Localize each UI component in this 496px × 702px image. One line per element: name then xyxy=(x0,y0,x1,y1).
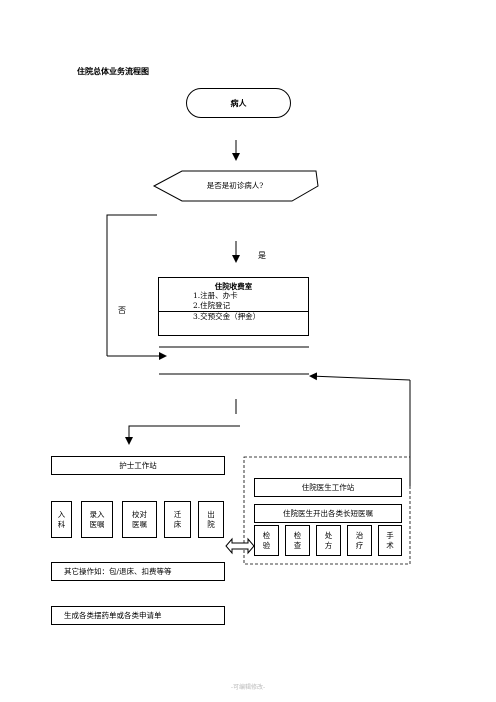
footer-note: -可编辑修改- xyxy=(230,684,266,691)
yes-label: 是 xyxy=(258,251,266,260)
doctor-station: 住院医生工作站 xyxy=(254,478,402,497)
doctor-item-treatment: 治 疗 xyxy=(347,525,372,556)
doctor-station-title: 住院医生工作站 xyxy=(301,482,355,492)
nurse-task-verify-orders: 校对 医嘱 xyxy=(122,501,157,538)
nurse-other-ops: 其它操作如：包/退床、扣费等等 xyxy=(51,562,225,581)
nurse-task-enter-orders: 录入 医嘱 xyxy=(81,501,113,538)
decision-label: 是否是初诊病人? xyxy=(206,181,264,191)
doctor-station-outline xyxy=(243,456,411,565)
billing-item-2: 2.住院登记 xyxy=(193,300,231,310)
doctor-item-exam: 检 查 xyxy=(285,525,310,556)
patient-label: 病人 xyxy=(230,98,247,108)
double-arrow xyxy=(225,537,255,555)
arrow-billing-to-nurse xyxy=(125,425,240,445)
billing-office: 住院收费室 1.注册、办卡 2.住院登记 3.交预交金（押金） xyxy=(158,277,309,336)
doctor-item-lab: 检 验 xyxy=(254,525,279,556)
doctor-item-prescription: 处 方 xyxy=(316,525,341,556)
nurse-task-admit: 入 科 xyxy=(51,501,72,538)
nurse-station: 护士工作站 xyxy=(51,456,225,475)
nurse-task-discharge: 出 院 xyxy=(198,501,224,538)
doctor-orders: 住院医生开出各类长短医嘱 xyxy=(254,504,402,523)
page-title: 住院总体业务流程图 xyxy=(77,67,149,76)
doctor-item-surgery: 手 术 xyxy=(378,525,402,556)
nurse-generate-slips: 生成各类摆药单或各类申请单 xyxy=(51,606,225,625)
arrow-feedback-to-billing xyxy=(309,372,411,381)
nurse-task-transfer-bed: 迁 床 xyxy=(164,501,191,538)
nurse-station-title: 护士工作站 xyxy=(119,460,157,470)
billing-title: 住院收费室 xyxy=(214,282,253,291)
no-branch-line xyxy=(106,214,157,356)
no-label: 否 xyxy=(118,306,126,315)
billing-item-3: 3.交预交金（押金） xyxy=(159,311,308,321)
decision-diamond xyxy=(152,170,319,202)
patient-node: 病人 xyxy=(186,88,291,118)
billing-item-1: 1.注册、办卡 xyxy=(193,291,238,301)
